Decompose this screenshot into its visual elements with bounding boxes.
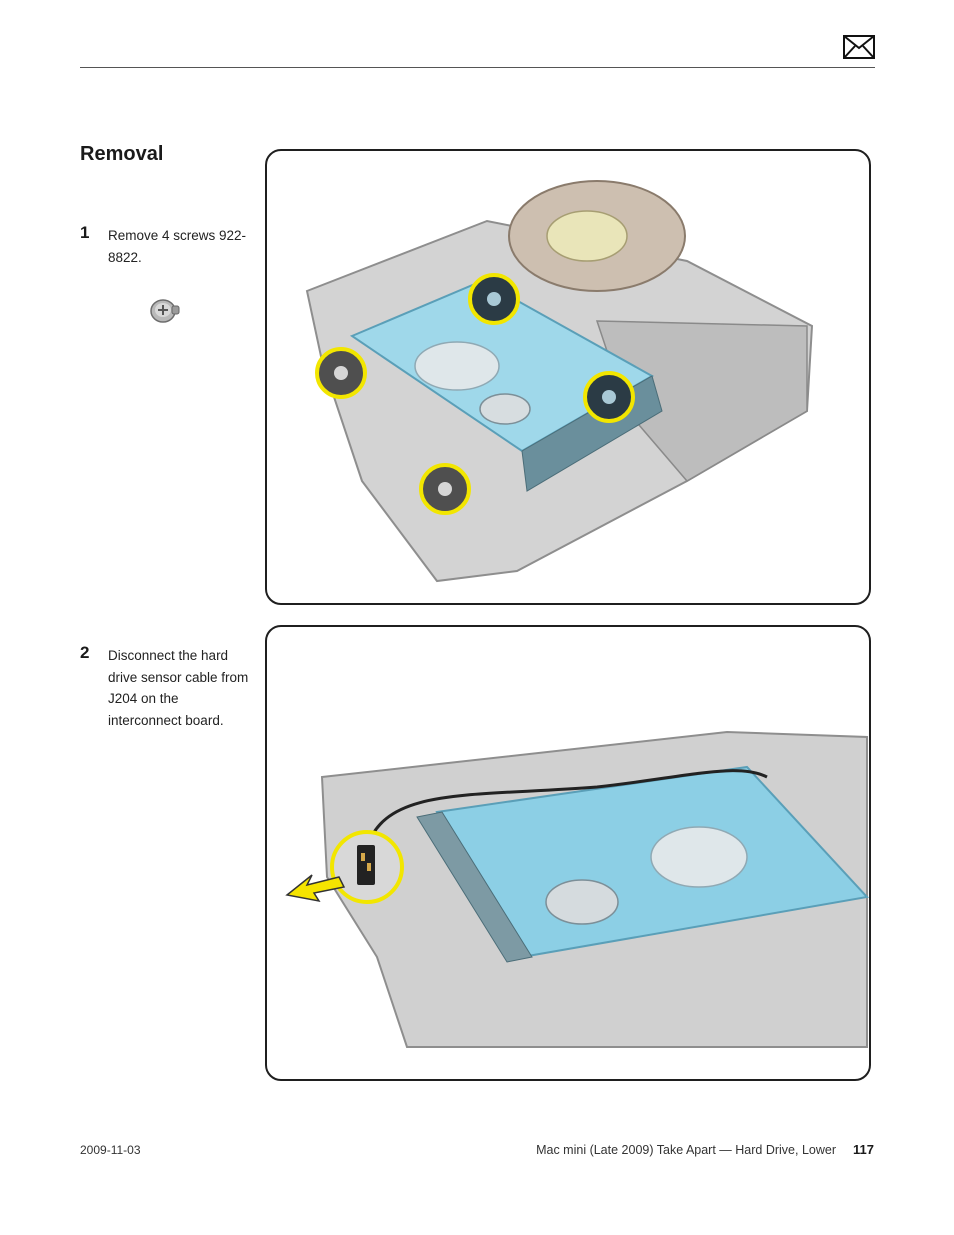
disconnect-arrow [285, 874, 346, 903]
step-number-1: 1 [80, 223, 90, 242]
screw-callout-right [583, 371, 635, 423]
screw-callout-left [315, 347, 367, 399]
drive-spindle [545, 879, 619, 925]
screw-callout-top [468, 273, 520, 325]
footer-date: 2009-11-03 [80, 1143, 141, 1157]
section-title: Removal [80, 143, 164, 165]
fan-hub [546, 210, 628, 262]
step-number-2: 2 [80, 643, 90, 662]
envelope-icon[interactable] [843, 35, 875, 59]
screw-callout-bottom [419, 463, 471, 515]
page-number: 117 [853, 1142, 874, 1157]
screw-icon [150, 299, 180, 323]
drive-label [650, 826, 748, 888]
step-2-photo-panel [265, 625, 871, 1081]
step-text-2: Disconnect the hard drive sensor cable f… [108, 648, 249, 728]
step-2-photo [285, 730, 869, 1048]
step-1-photo-panel [265, 149, 871, 605]
step-text-1: Remove 4 screws 922-8822. [108, 228, 247, 265]
drive-spindle [479, 393, 531, 425]
sensor-cable [365, 769, 768, 848]
interconnect-edge [416, 811, 533, 963]
footer-title: Mac mini (Late 2009) Take Apart — Hard D… [536, 1143, 836, 1157]
header-rule [80, 67, 875, 68]
j204-callout [330, 830, 404, 904]
drive-label [414, 341, 500, 391]
step-1-photo [305, 180, 814, 583]
